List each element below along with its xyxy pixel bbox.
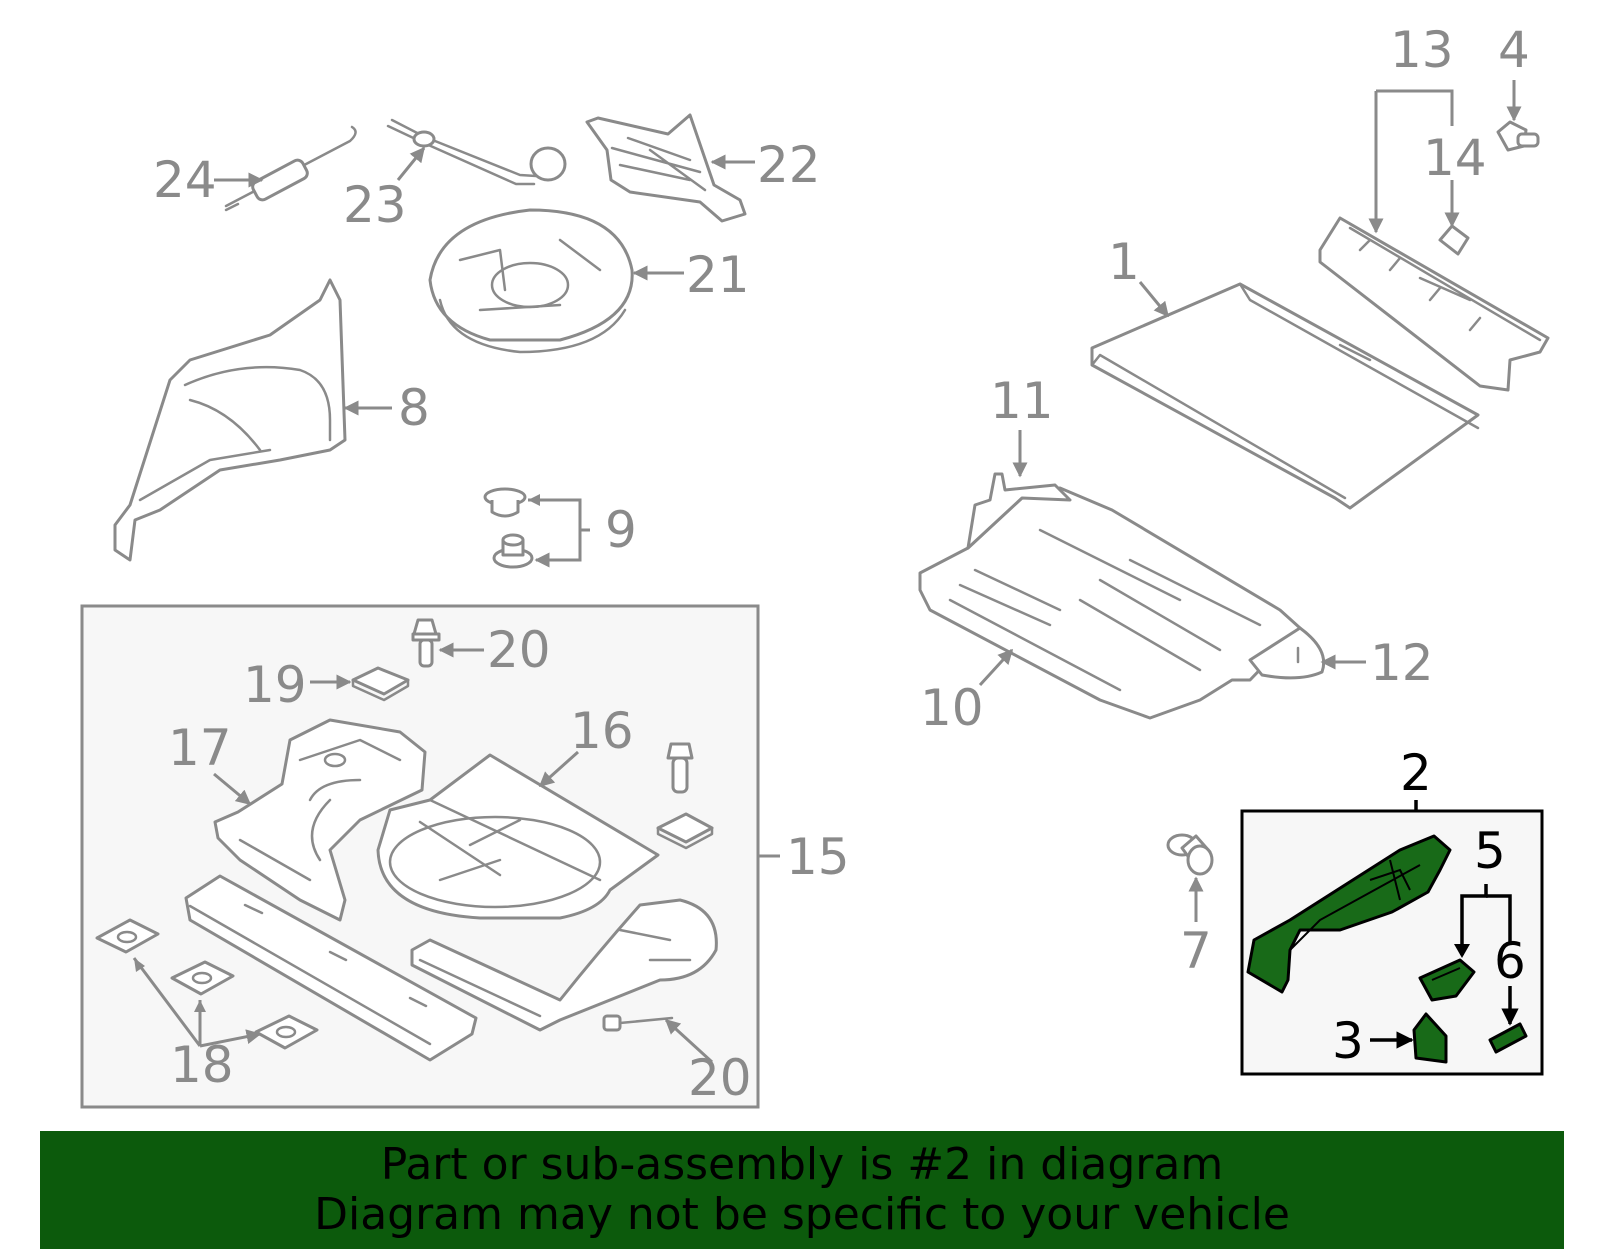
callout-12: 12 — [1370, 634, 1434, 692]
callout-21: 21 — [686, 246, 750, 304]
part-12-side-cover — [1248, 626, 1326, 680]
callout-23: 23 — [343, 176, 407, 234]
part-rear-floor-rail — [184, 874, 478, 1062]
part-22-jack — [585, 113, 747, 223]
part-8-quarter-trim — [113, 278, 347, 562]
part-5-highlighted-clip — [1418, 958, 1476, 1002]
part-6-highlighted-clip — [1488, 1022, 1528, 1054]
callout-9: 9 — [605, 501, 637, 559]
callout-3: 3 — [1332, 1012, 1364, 1070]
part-19-pad — [351, 666, 410, 702]
part-14-clip — [1438, 224, 1470, 256]
part-9-grommets — [483, 487, 534, 569]
callout-19: 19 — [243, 656, 307, 714]
callout-17: 17 — [168, 719, 232, 777]
callout-2: 2 — [1400, 744, 1432, 802]
callout-10: 10 — [920, 679, 984, 737]
callout-1: 1 — [1108, 233, 1140, 291]
part-24-jack-handle — [224, 125, 357, 212]
part-fastener-right — [656, 742, 714, 850]
part-16-storage-tub — [376, 753, 660, 920]
callout-15: 15 — [786, 828, 850, 886]
callout-14: 14 — [1423, 129, 1487, 187]
banner-line-2: Diagram may not be specific to your vehi… — [314, 1189, 1290, 1240]
callout-20-bottom: 20 — [688, 1049, 752, 1107]
part-3-highlighted-bracket — [1412, 1012, 1448, 1064]
callout-6: 6 — [1494, 932, 1526, 990]
callout-13: 13 — [1390, 21, 1454, 79]
part-17-side-bracket — [213, 718, 427, 922]
part-1-cargo-cover — [1090, 282, 1480, 510]
part-20-bolt-top — [411, 618, 441, 668]
part-11-support — [966, 472, 1072, 550]
callout-4: 4 — [1498, 21, 1530, 79]
part-13-sill-plate — [1318, 216, 1550, 392]
callout-24: 24 — [153, 151, 217, 209]
info-banner: Part or sub-assembly is #2 in diagram Di… — [40, 1131, 1564, 1249]
callout-20-top: 20 — [487, 621, 551, 679]
part-21-tool-tray — [428, 208, 634, 354]
part-4-screw — [1496, 120, 1540, 152]
callout-8: 8 — [398, 379, 430, 437]
part-20-pin-bottom — [602, 1014, 674, 1032]
callout-22: 22 — [757, 136, 821, 194]
part-2-highlighted-trim — [1246, 834, 1452, 994]
part-7-push-pin — [1166, 833, 1214, 876]
part-23-wheel-brace — [386, 118, 567, 186]
callout-11: 11 — [990, 372, 1054, 430]
part-18-clips — [95, 918, 319, 1050]
callout-7: 7 — [1180, 922, 1212, 980]
callout-5: 5 — [1474, 822, 1506, 880]
part-lower-right-trim — [410, 898, 718, 1032]
callout-16: 16 — [570, 702, 634, 760]
banner-line-1: Part or sub-assembly is #2 in diagram — [380, 1139, 1224, 1190]
